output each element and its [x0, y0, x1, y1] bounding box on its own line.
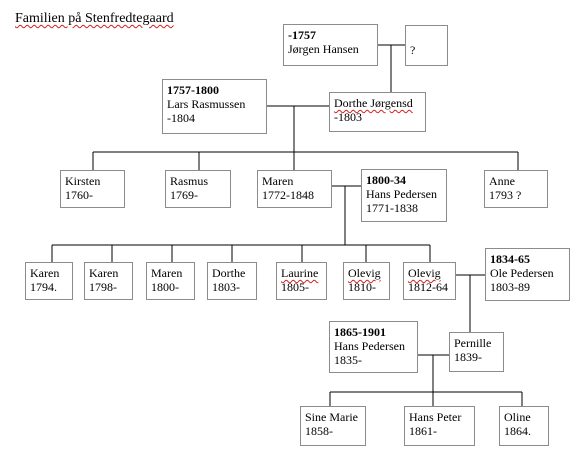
person-name: Oline: [504, 410, 531, 424]
person-karen-1798: Karen 1798-: [84, 262, 133, 300]
person-unknown: ?: [405, 25, 448, 66]
person-birth: 1803-: [212, 280, 240, 294]
person-birth: 1839-: [454, 350, 482, 364]
person-hans-peter: Hans Peter 1861-: [404, 406, 475, 446]
person-laurine: Laurine 1805-: [276, 262, 327, 300]
person-name: Lars Rasmussen: [167, 97, 246, 111]
person-hans-pedersen-1771: 1800-34 Hans Pedersen 1771-1838: [361, 169, 447, 222]
person-name: Kirsten: [65, 174, 101, 188]
tenure-years: 1865-1901: [334, 325, 386, 339]
person-birth: 1793 ?: [489, 188, 522, 202]
person-birth: 1810-: [348, 280, 376, 294]
person-birth: 1861-: [409, 424, 437, 438]
person-sine-marie: Sine Marie 1858-: [300, 406, 366, 446]
person-birth: 1800-: [151, 280, 179, 294]
person-birth: 1835-: [334, 353, 362, 367]
person-name: Olevig: [348, 266, 381, 280]
tenure-years: 1834-65: [490, 252, 530, 266]
person-dorthe-1803: Dorthe 1803-: [207, 262, 257, 300]
person-name: Hans Peter: [409, 410, 462, 424]
person-birth: 1805-: [281, 280, 309, 294]
tenure-years: -1757: [288, 28, 316, 42]
person-jorgen-hansen: -1757 Jørgen Hansen: [283, 24, 378, 66]
person-birth: 1864.: [504, 424, 531, 438]
person-name: Karen: [89, 266, 119, 280]
person-name: Hans Pedersen: [366, 187, 437, 201]
person-name: Sine Marie: [305, 410, 358, 424]
person-name: Olevig: [408, 266, 441, 280]
person-olevig-1812: Olevig 1812-64: [403, 262, 456, 300]
person-birth: 1794.: [30, 280, 57, 294]
person-birth: 1760-: [65, 188, 93, 202]
person-dorthe-jorgensd: Dorthe Jørgensd -1803: [329, 92, 426, 132]
person-death: -1803: [334, 110, 362, 124]
person-olevig-1810: Olevig 1810-: [343, 262, 390, 300]
person-name: Karen: [30, 266, 60, 280]
person-maren-1772: Maren 1772-1848: [257, 170, 332, 208]
person-life: 1812-64: [408, 280, 448, 294]
person-name: Laurine: [281, 266, 319, 280]
person-name: Ole Pedersen: [490, 266, 554, 280]
person-name: Maren: [262, 174, 294, 188]
person-name: Hans Pedersen: [334, 339, 405, 353]
person-ole-pedersen: 1834-65 Ole Pedersen 1803-89: [485, 248, 570, 301]
person-death: -1804: [167, 111, 195, 125]
person-rasmus: Rasmus 1769-: [165, 170, 231, 208]
person-name: Rasmus: [170, 174, 209, 188]
person-name: Maren: [151, 266, 183, 280]
person-anne: Anne 1793 ?: [484, 170, 548, 208]
person-kirsten: Kirsten 1760-: [60, 170, 125, 208]
person-name: Jørgen Hansen: [288, 42, 359, 56]
person-life: 1772-1848: [262, 188, 314, 202]
person-name: Dorthe: [212, 266, 246, 280]
tenure-years: 1757-1800: [167, 83, 219, 97]
person-oline: Oline 1864.: [499, 406, 549, 446]
person-name: Dorthe Jørgensd: [334, 96, 413, 110]
person-lars-rasmussen: 1757-1800 Lars Rasmussen -1804: [162, 79, 267, 134]
page-title: Familien på Stenfredtegaard: [15, 11, 174, 26]
person-birth: 1769-: [170, 188, 198, 202]
person-name: ?: [410, 43, 416, 57]
person-birth: 1798-: [89, 280, 117, 294]
person-life: 1803-89: [490, 280, 530, 294]
person-karen-1794: Karen 1794.: [25, 262, 73, 300]
person-hans-pedersen-1835: 1865-1901 Hans Pedersen 1835-: [329, 321, 418, 373]
person-maren-1800: Maren 1800-: [146, 262, 195, 300]
person-pernille: Pernille 1839-: [449, 332, 504, 372]
person-birth: 1858-: [305, 424, 333, 438]
person-name: Anne: [489, 174, 515, 188]
tenure-years: 1800-34: [366, 173, 406, 187]
person-life: 1771-1838: [366, 201, 418, 215]
person-name: Pernille: [454, 336, 492, 350]
